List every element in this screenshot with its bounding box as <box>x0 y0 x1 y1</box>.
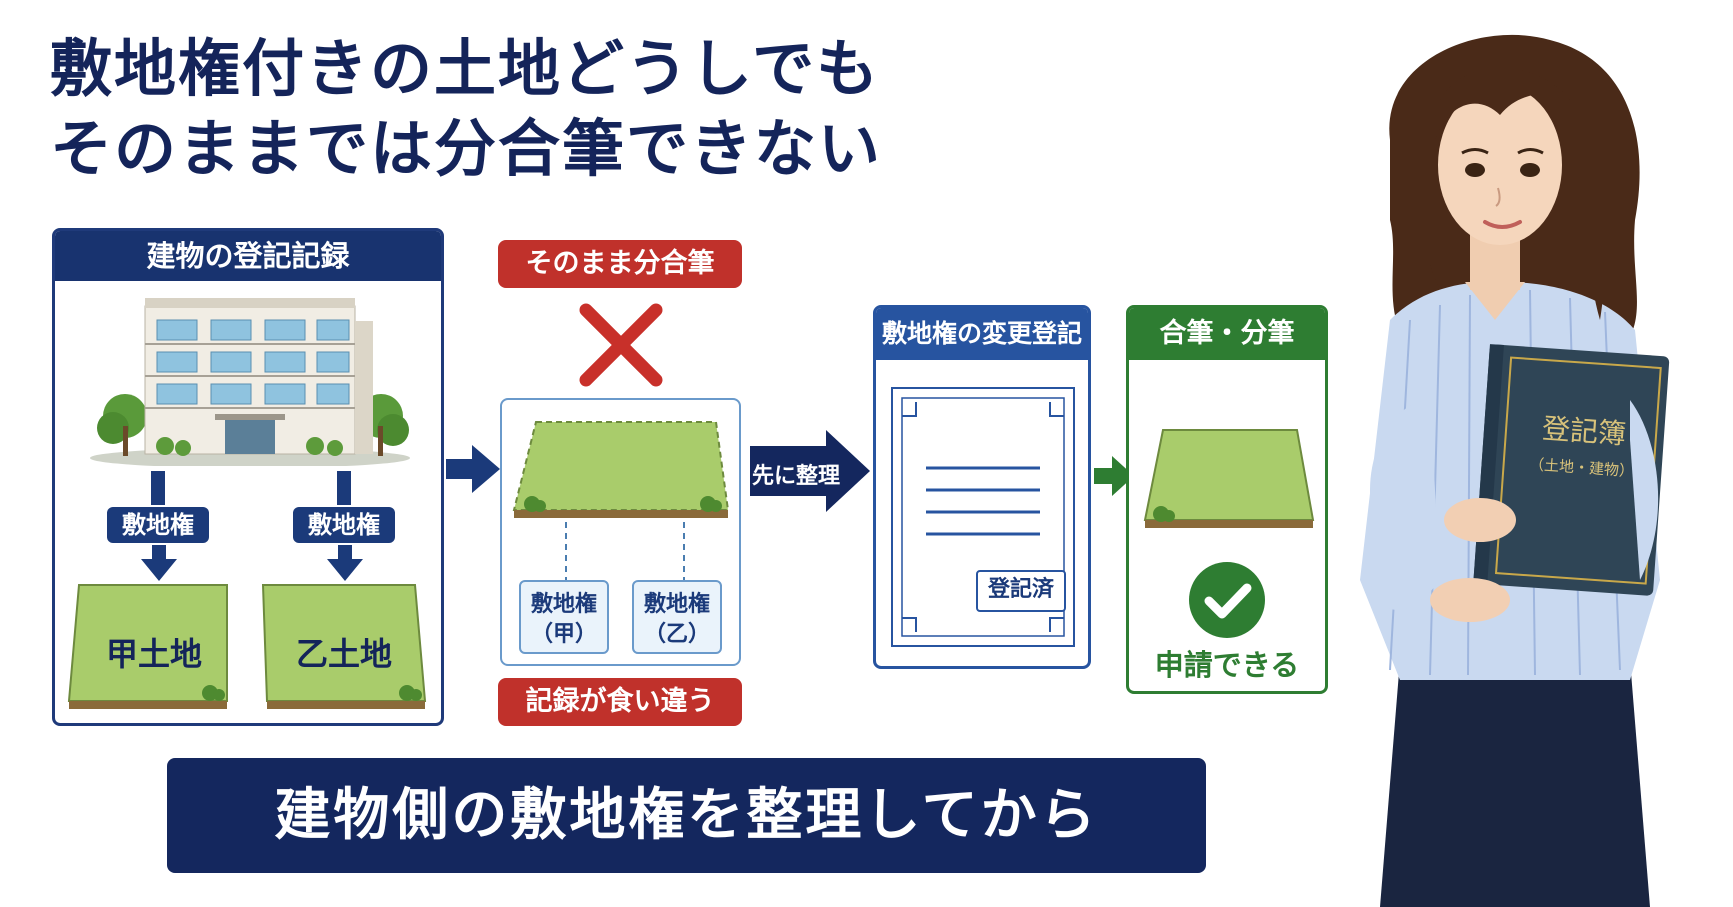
arrow-right-1 <box>446 445 500 493</box>
site-right-box-otsu-line2: （乙） <box>643 622 710 647</box>
site-right-box-otsu: 敷地権 （乙） <box>632 580 722 654</box>
merged-land-panel <box>500 398 741 666</box>
cross-mark-icon <box>579 303 663 387</box>
apartment-building-illustration <box>90 298 410 466</box>
down-arrow-right <box>327 545 363 581</box>
woman-holding-book-illustration: 登記簿 （土地・建物） <box>1360 34 1670 907</box>
land-kou-label: 甲土地 <box>105 635 202 673</box>
merge-split-panel: 合筆・分筆 申請できる <box>1126 305 1328 694</box>
site-right-box-kou-line2: （甲） <box>530 622 597 647</box>
land-plot-kou <box>67 584 228 709</box>
title-line-1: 敷地権付きの土地どうしでも <box>50 32 881 105</box>
direct-merge-label: そのまま分合筆 <box>498 240 742 288</box>
check-mark-icon <box>1189 562 1265 638</box>
change-registration-panel: 敷地権の変更登記 登記済 <box>873 305 1091 669</box>
site-right-box-kou-line1: 敷地権 <box>530 592 597 617</box>
building-register-header: 建物の登記記録 <box>55 231 441 281</box>
site-right-box-kou: 敷地権 （甲） <box>519 580 609 654</box>
record-mismatch-label: 記録が食い違う <box>498 678 742 726</box>
connector-line-right <box>337 471 351 505</box>
building-register-panel: 建物の登記記録 敷地権 敷地権 <box>52 228 444 726</box>
organize-first-label: 先に整理 <box>751 464 840 489</box>
change-registration-header: 敷地権の変更登記 <box>876 308 1088 360</box>
merge-split-header: 合筆・分筆 <box>1129 308 1325 360</box>
land-plot-otsu <box>261 584 427 709</box>
arrow-right-organize <box>750 430 870 512</box>
site-right-box-otsu-line1: 敷地権 <box>643 592 710 617</box>
combined-land-plot <box>1143 429 1315 528</box>
merged-land-plot <box>512 421 730 518</box>
arrow-right-green <box>1094 456 1134 496</box>
book-title: 登記簿 <box>1541 412 1627 451</box>
can-apply-label: 申請できる <box>1154 648 1300 682</box>
site-right-tag-left: 敷地権 <box>107 507 209 543</box>
connector-line-left <box>151 471 165 505</box>
land-otsu-label: 乙土地 <box>295 635 392 673</box>
down-arrow-left <box>141 545 177 581</box>
registered-stamp: 登記済 <box>976 570 1066 612</box>
conclusion-banner: 建物側の敷地権を整理してから <box>167 758 1206 873</box>
dashed-connectors <box>565 522 685 580</box>
title-line-2: そのままでは分合筆できない <box>50 112 883 185</box>
site-right-tag-right: 敷地権 <box>293 507 395 543</box>
